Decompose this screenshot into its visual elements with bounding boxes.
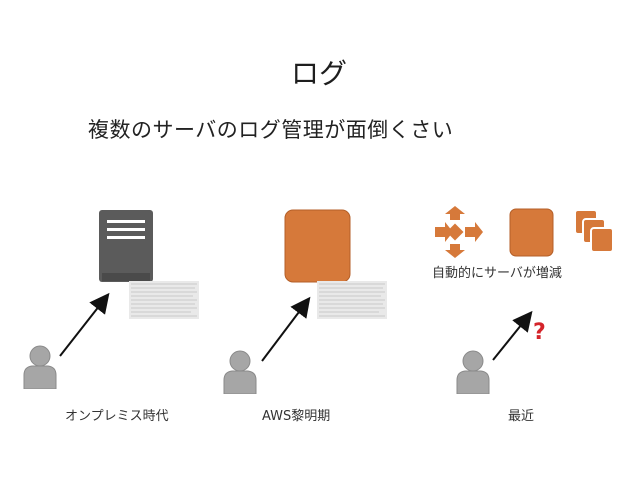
arrow-user-to-cluster <box>492 310 533 361</box>
question-mark: ? <box>533 320 546 345</box>
caption-on-premise: オンプレミス時代 <box>65 409 169 424</box>
ec2-instance-icon <box>284 209 351 283</box>
caption-aws-early: AWS黎明期 <box>262 409 331 424</box>
slide-subtitle: 複数のサーバのログ管理が面倒くさい <box>88 118 454 142</box>
log-stack-icon <box>129 281 199 319</box>
caption-recent: 最近 <box>508 409 535 424</box>
ec2-instances-icon <box>574 209 614 253</box>
user-icon <box>456 350 490 394</box>
log-stack-icon <box>317 281 387 319</box>
ec2-instance-icon <box>509 208 554 257</box>
slide-title: ログ <box>290 57 347 90</box>
arrow-user-to-ec2 <box>261 296 311 362</box>
server-icon <box>99 210 153 282</box>
arrow-user-to-server <box>59 292 110 357</box>
auto-scaling-note: 自動的にサーバが増減 <box>432 266 562 281</box>
elastic-load-balancing-icon <box>435 206 483 258</box>
user-icon <box>23 345 57 389</box>
user-icon <box>223 350 257 394</box>
